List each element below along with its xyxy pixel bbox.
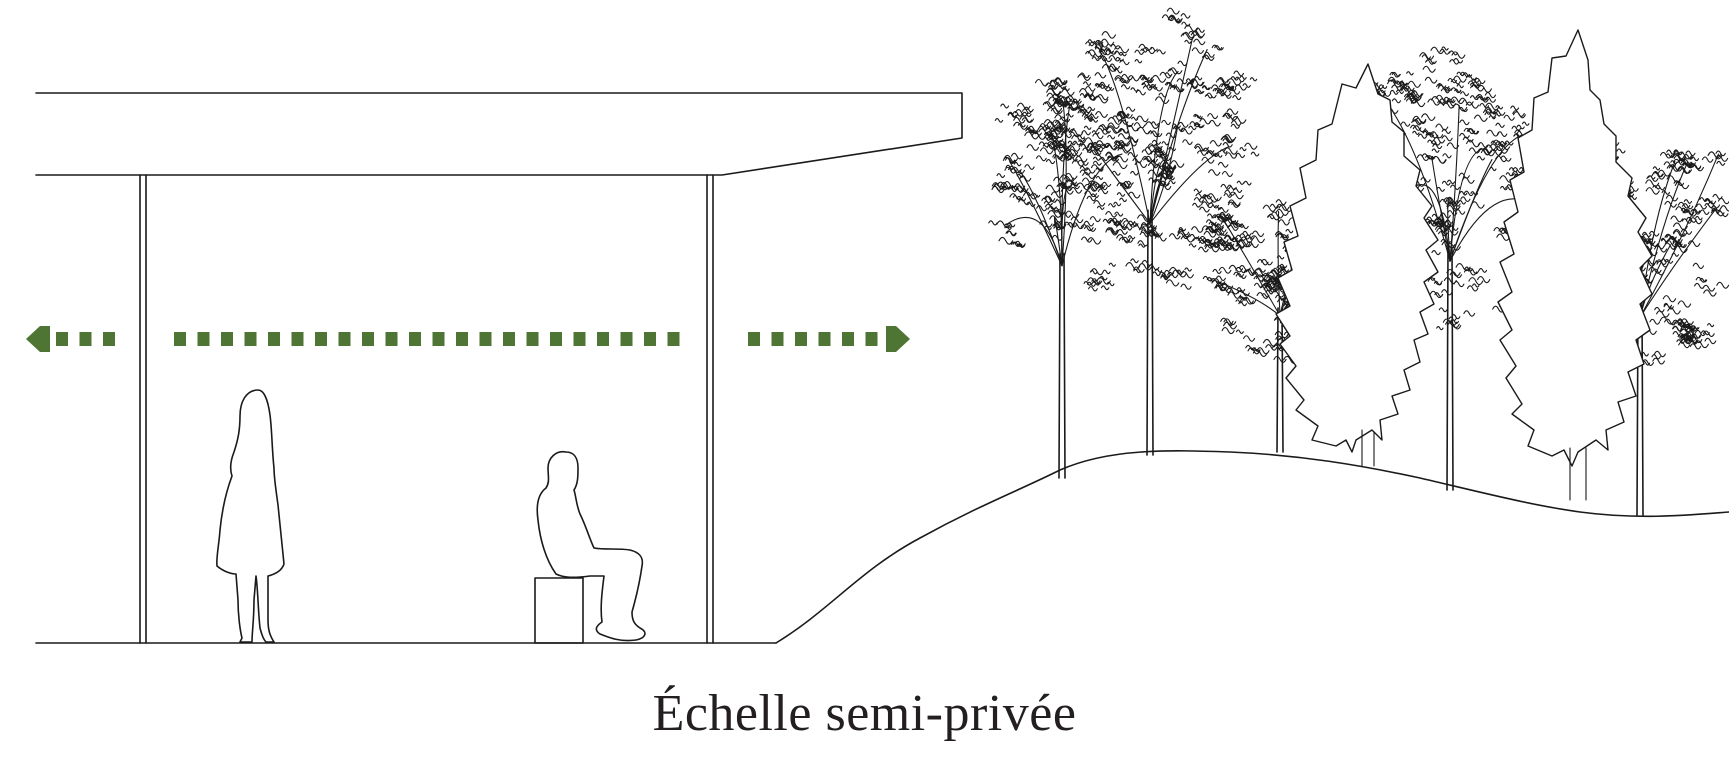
arrow-dash [667,332,680,346]
arrow-dash [795,332,807,346]
arrow-dash [526,332,539,346]
arrow-dash [597,332,609,346]
arrow-dash [573,332,586,346]
seated-man-silhouette [536,450,646,642]
support-column-left [139,174,147,644]
arrow-dash [244,332,257,346]
bench-block [534,577,584,644]
support-column-right [706,174,714,644]
arrow-dash [385,332,398,346]
standing-woman-silhouette [216,389,285,643]
arrow-dash [479,332,492,346]
arrow-dash [315,332,327,346]
arrow-dash [865,332,878,346]
diagram-caption: Échelle semi-privée [652,685,1077,742]
arrow-dash [221,332,233,346]
arrow-dash [771,332,784,346]
arrow-dash [503,332,515,346]
arrow-dash [620,332,633,346]
arrow-dash [644,332,656,346]
arrow-dash [842,332,854,346]
arrow-dash [748,332,760,346]
arrow-left-icon [26,326,50,352]
arrow-dash [362,332,374,346]
arrow-dash [818,332,831,346]
tree-icon [1337,46,1550,491]
green-flow-arrow [26,326,910,352]
arrow-dash [197,332,210,346]
arrow-dash [409,332,421,346]
arrow-dash [432,332,445,346]
terrain-hill [775,450,1729,644]
tree-icon [988,77,1141,479]
tree-icon [1038,7,1260,456]
arrow-dash [550,332,562,346]
arrow-dash [268,332,280,346]
canopy-roof [35,92,963,176]
arrow-dash [56,332,68,346]
arrow-dash [291,332,304,346]
arrow-dash [79,332,92,346]
arrow-dash [456,332,468,346]
arrow-dash [103,332,115,346]
arrow-right-icon [886,326,910,352]
arrow-dash [338,332,351,346]
conifer-outlines [1275,29,1653,501]
arrow-dash [174,332,186,346]
